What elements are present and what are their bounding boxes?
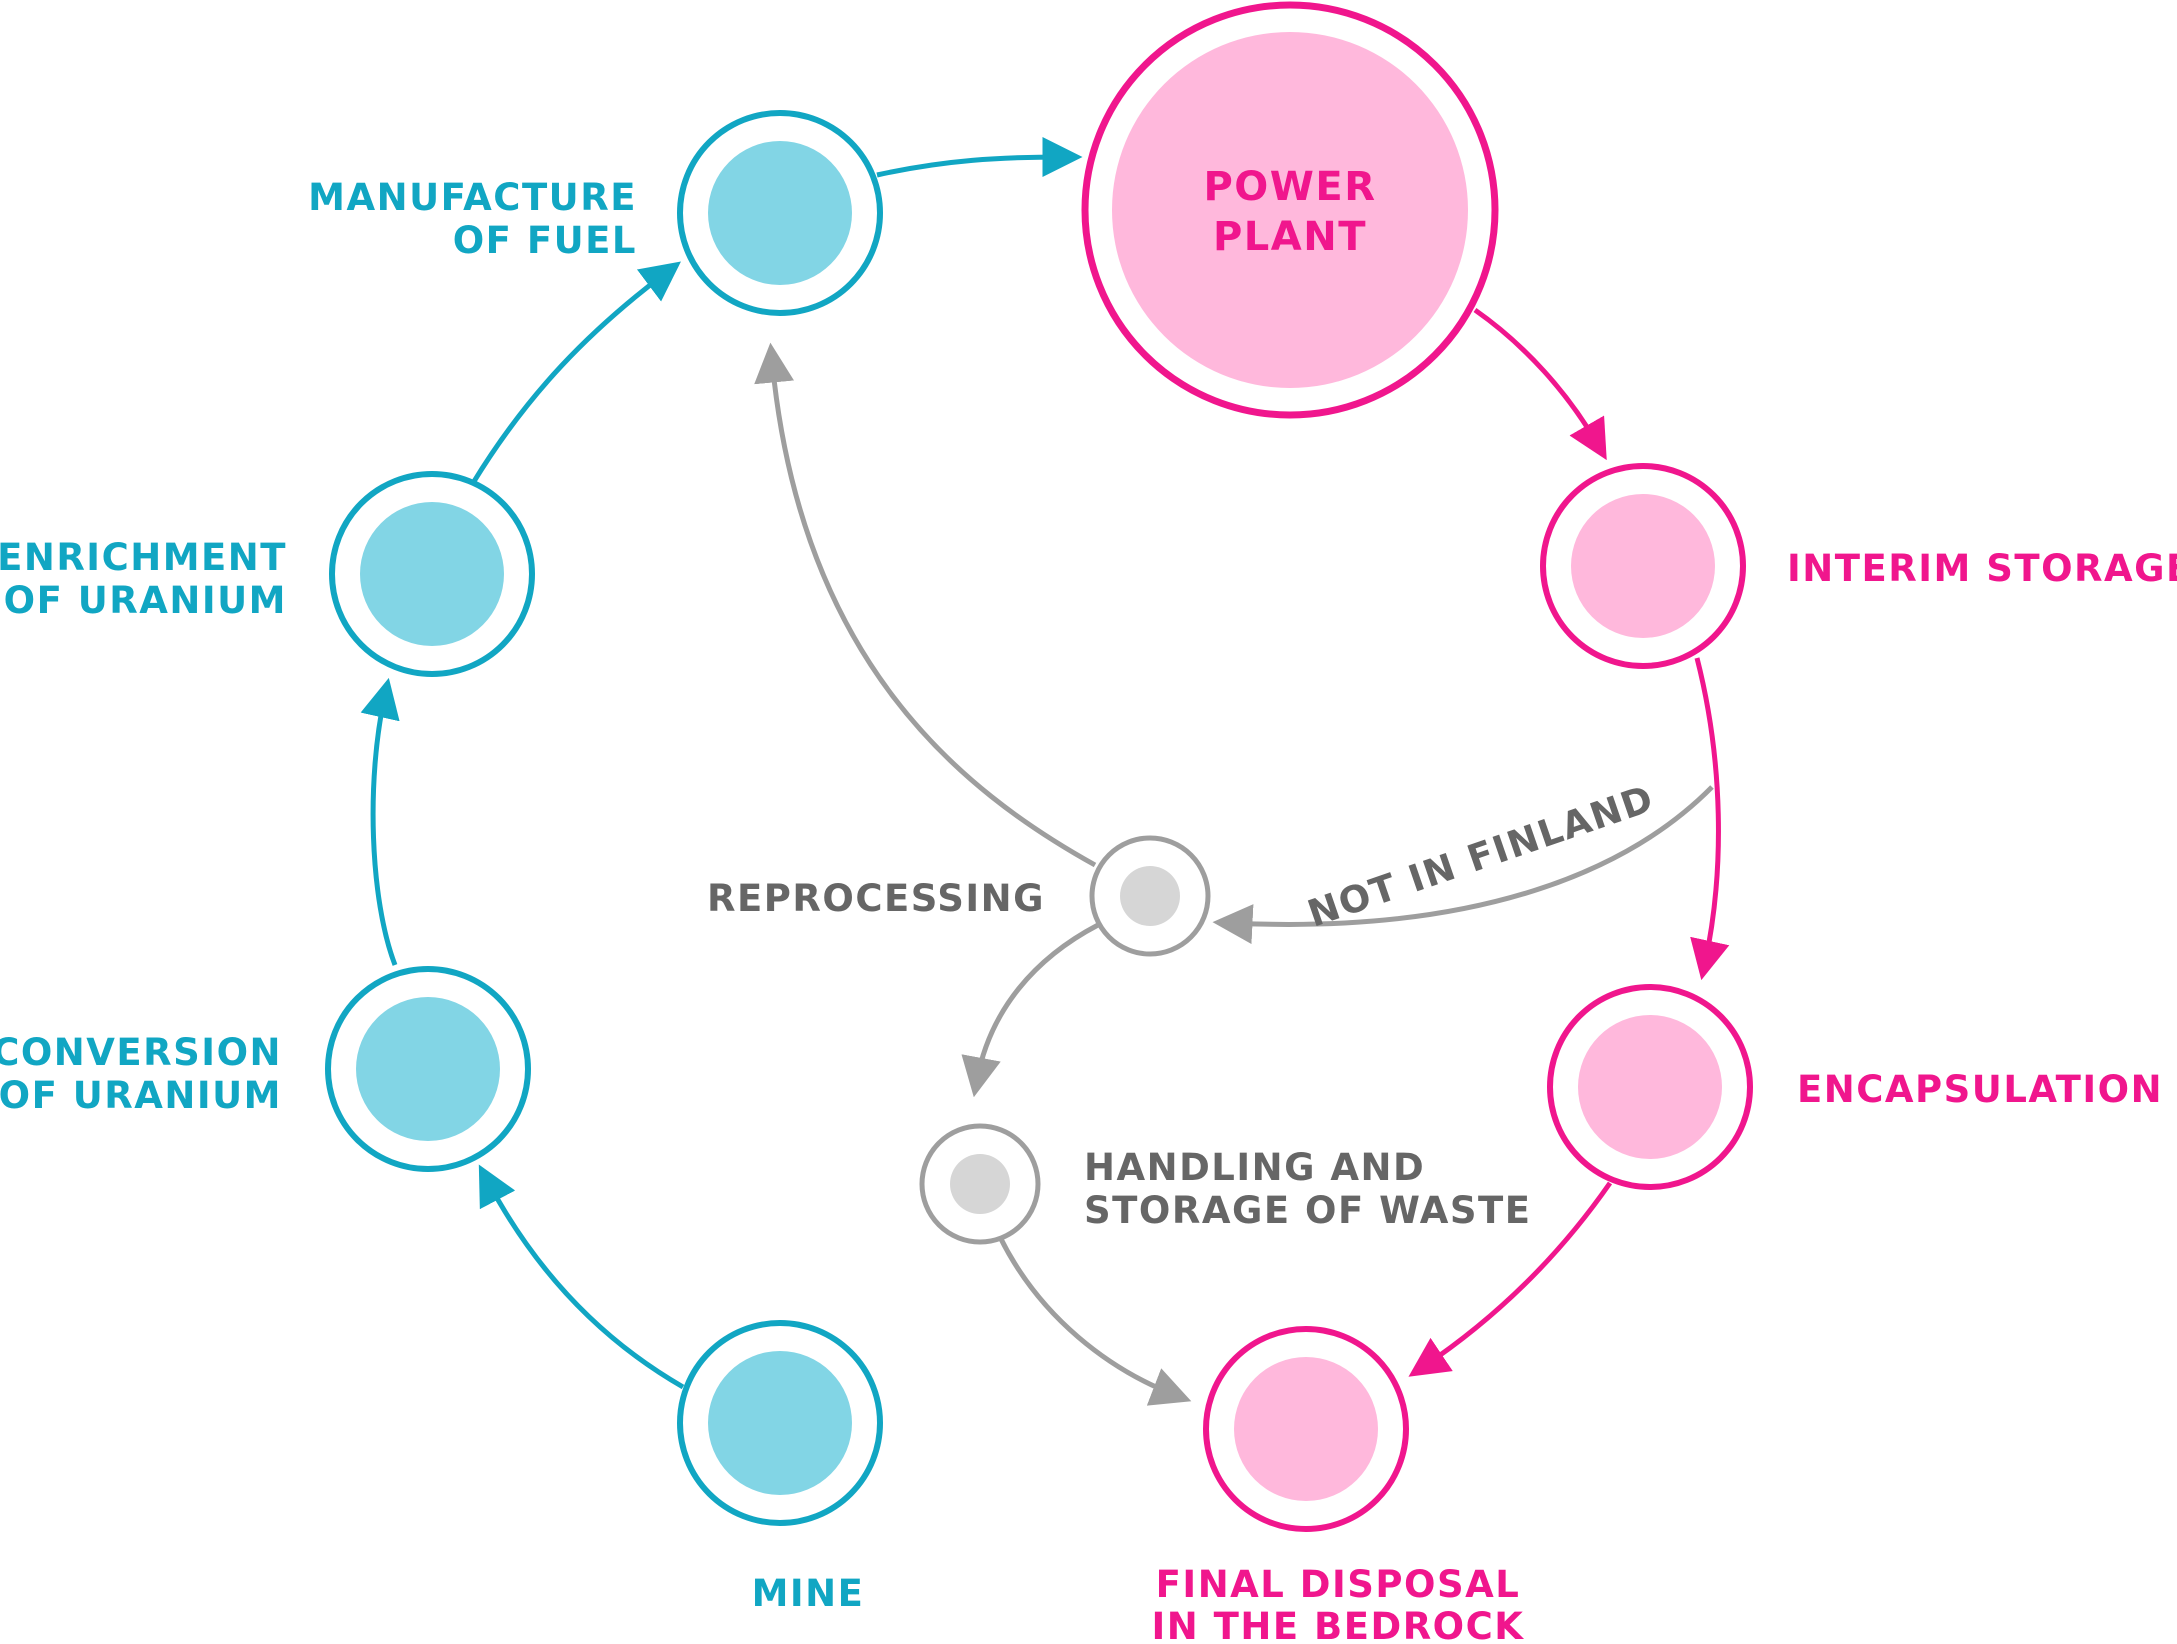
arrow-enrichment-to-manufacture [470,261,681,485]
node-enrichment-of-uranium [329,471,535,677]
label-final-disposal-line1: FINAL DISPOSAL [1156,1563,1521,1606]
label-reprocessing: REPROCESSING [707,877,1045,920]
arrow-manufacture-to-power-plant [876,137,1083,178]
label-power-plant-line1: POWER [1203,164,1376,210]
arrow-reprocessing-to-handling [961,922,1100,1098]
label-interim-storage: INTERIM STORAGE [1787,547,2177,590]
node-final-disposal [1203,1326,1409,1532]
label-enrichment-line2: OF URANIUM [4,579,287,622]
node-manufacture-of-fuel [677,110,883,316]
arrow-reprocessing-to-manufacture [754,342,1097,868]
arrow-encapsulation-to-final [1408,1181,1613,1377]
node-interim-storage [1540,463,1746,669]
label-power-plant-line2: PLANT [1213,214,1367,260]
label-mine: MINE [752,1572,865,1615]
label-conversion-line2: OF URANIUM [0,1074,282,1117]
node-mine [677,1320,883,1526]
label-conversion-line1: CONVERSION [0,1031,282,1074]
arrow-interim-to-reprocessing [1212,785,1714,945]
node-reprocessing [1089,835,1211,957]
label-encapsulation: ENCAPSULATION [1797,1068,2163,1111]
node-power-plant [1081,1,1499,419]
label-not-in-finland: NOT IN FINLAND [1302,777,1659,936]
label-handling-line2: STORAGE OF WASTE [1084,1189,1532,1232]
arrow-conversion-to-enrichment [360,677,400,966]
arrow-mine-to-conversion [478,1164,685,1390]
label-final-disposal-line2: IN THE BEDROCK [1152,1605,1525,1644]
label-handling-line1: HANDLING AND [1084,1146,1425,1189]
label-manufacture-line2: OF FUEL [453,219,637,262]
label-enrichment-line1: ENRICHMENT [0,536,287,579]
arrow-handling-to-final [997,1235,1192,1406]
arrow-interim-to-encapsulation [1690,657,1730,981]
arrow-power-plant-to-interim [1473,307,1607,461]
node-handling-and-storage-of-waste [919,1123,1041,1245]
label-manufacture-line1: MANUFACTURE [308,176,637,219]
node-encapsulation [1547,984,1753,1190]
node-conversion-of-uranium [325,966,531,1172]
